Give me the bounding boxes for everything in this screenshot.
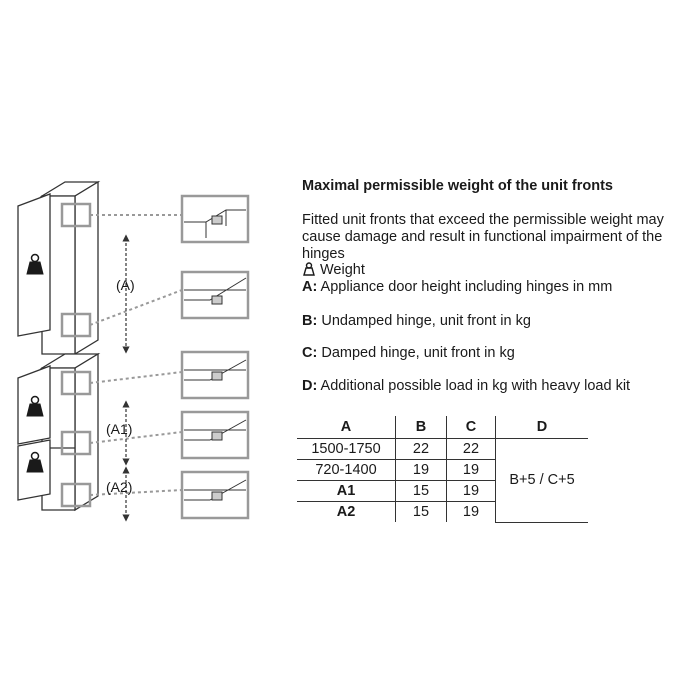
dimension-label-a1: (A1) xyxy=(106,421,132,437)
table-header-b: B xyxy=(395,416,447,439)
hinge-detail-2 xyxy=(180,270,250,320)
weight-icon-door-lower xyxy=(26,451,44,473)
legend-weight-label: Weight xyxy=(320,262,365,278)
table-header-d: D xyxy=(495,416,588,439)
description: Fitted unit fronts that exceed the permi… xyxy=(302,212,664,262)
section-title: Maximal permissible weight of the unit f… xyxy=(302,178,613,194)
dimension-label-a2: (A2) xyxy=(106,479,132,495)
table-cell: 22 xyxy=(446,438,496,460)
table-cell: 19 xyxy=(395,459,447,481)
legend-b-text: Undamped hinge, unit front in kg xyxy=(321,313,531,329)
table-header-c: C xyxy=(446,416,496,439)
table-cell: 15 xyxy=(395,501,447,522)
table-cell: 22 xyxy=(395,438,447,460)
weight-icon-door-upper xyxy=(26,395,44,417)
table-cell: 15 xyxy=(395,480,447,502)
legend-b-key: B: xyxy=(302,313,318,329)
legend-weight: Weight xyxy=(302,262,365,279)
table-cell: 19 xyxy=(446,480,496,502)
legend-d: D: Additional possible load in kg with h… xyxy=(302,378,630,395)
table-cell: 19 xyxy=(446,459,496,481)
table-row: A1 15 19 xyxy=(297,480,588,502)
table-row: 1500-1750 22 22 B+5 / C+5 xyxy=(297,438,588,523)
table-cell: 720-1400 xyxy=(297,459,396,481)
table-cell: 19 xyxy=(446,501,496,522)
table-cell: A1 xyxy=(297,480,396,502)
table-cell: A2 xyxy=(336,504,356,520)
legend-c-key: C: xyxy=(302,345,318,361)
legend-d-text: Additional possible load in kg with heav… xyxy=(320,378,631,394)
legend-c-text: Damped hinge, unit front in kg xyxy=(321,345,515,361)
weight-table: A B C D 1500-1750 22 22 B+5 / C+5 720-14… xyxy=(297,416,588,523)
table-row: 720-1400 19 19 xyxy=(297,459,588,481)
legend-a-text: Appliance door height including hinges i… xyxy=(320,279,613,295)
legend-d-key: D: xyxy=(302,378,318,394)
table-cell: 1500-1750 xyxy=(297,438,396,460)
hinge-illustration: (A) (A1) (A2) xyxy=(17,180,250,522)
dimension-label-a: (A) xyxy=(116,277,135,293)
table-cell-d: B+5 / C+5 xyxy=(495,438,588,523)
legend-b: B: Undamped hinge, unit front in kg xyxy=(302,313,531,330)
legend-a: A: Appliance door height including hinge… xyxy=(302,279,612,296)
weight-icon-door-top xyxy=(26,253,44,275)
legend-a-key: A: xyxy=(302,279,318,295)
weight-icon xyxy=(303,262,315,276)
legend-c: C: Damped hinge, unit front in kg xyxy=(302,345,515,362)
table-row: A2 15 19 xyxy=(297,501,588,522)
table-header-a: A xyxy=(297,416,396,439)
